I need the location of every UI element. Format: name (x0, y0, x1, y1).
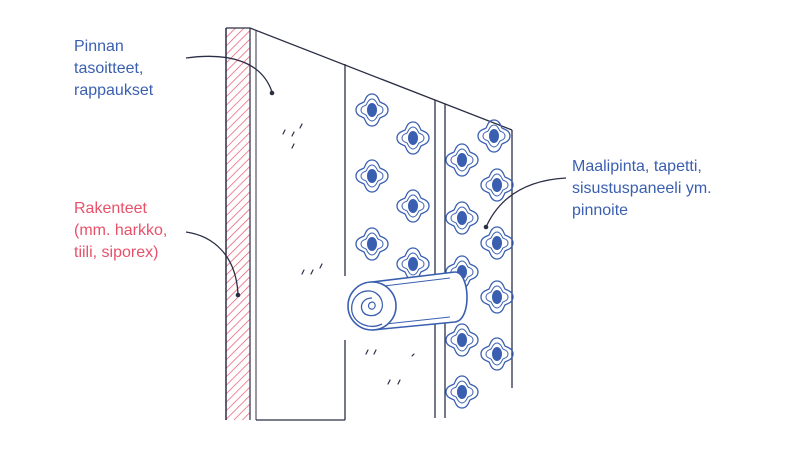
leader-surface (185, 55, 273, 93)
leader-finish (486, 177, 567, 226)
leader-structure (185, 231, 239, 295)
plaster-marks (282, 123, 415, 385)
label-surface-coating: Maalipinta, tapetti, sisustuspaneeli ym.… (572, 158, 712, 219)
leader-dots (235, 90, 489, 298)
structure-layer (225, 27, 257, 420)
label-structures: Rakenteet (mm. harkko, tiili, siporex) (74, 200, 168, 261)
leader-lines (185, 55, 567, 295)
label-surface-finishes: Pinnan tasoitteet, rappaukset (74, 38, 154, 99)
wallpaper-roll (347, 271, 468, 331)
wall-outline (249, 27, 513, 421)
